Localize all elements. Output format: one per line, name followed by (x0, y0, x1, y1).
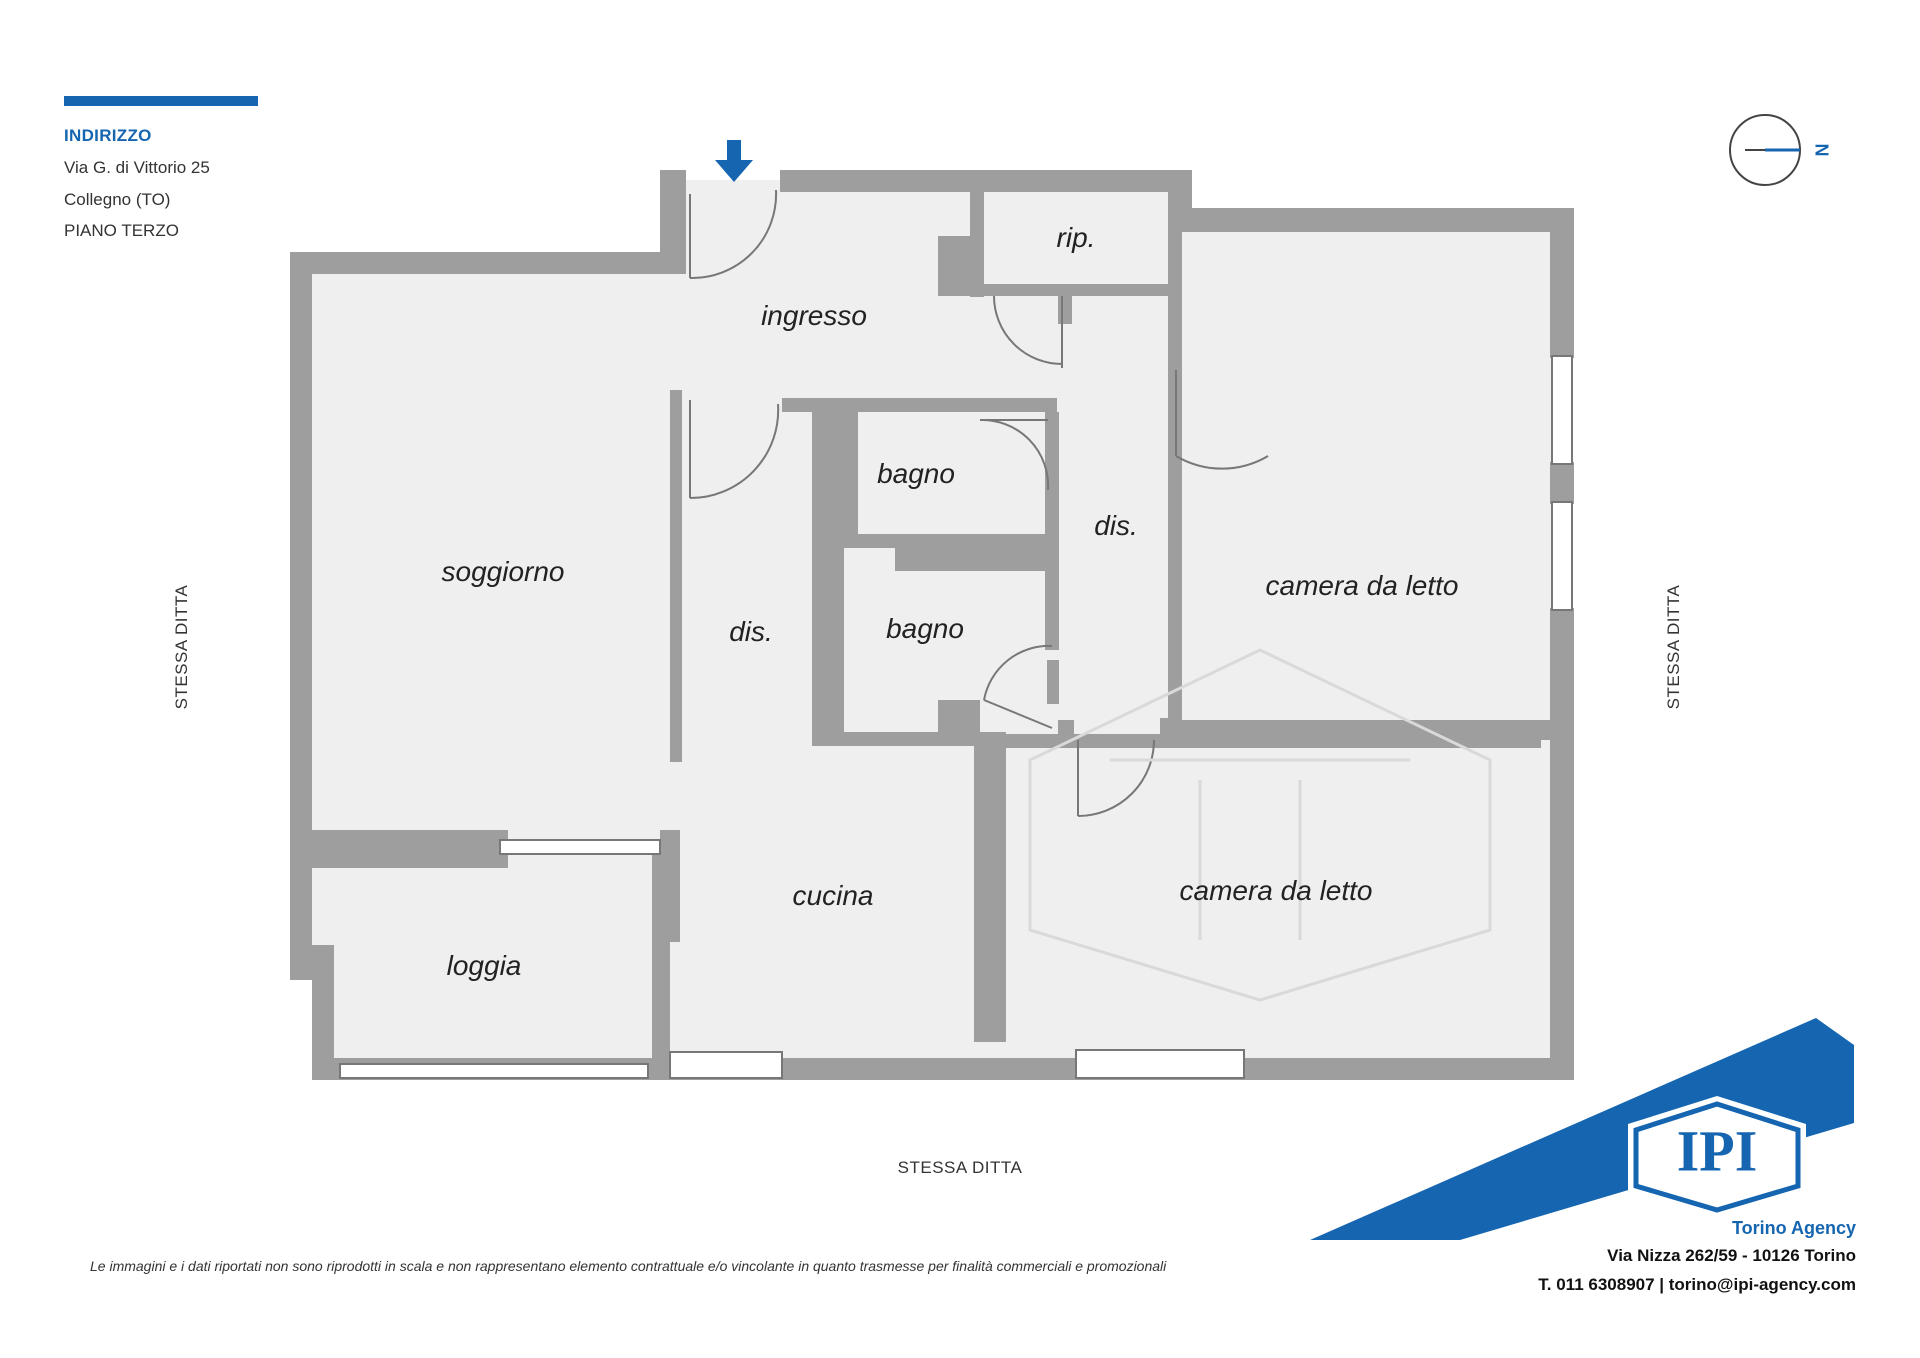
address-floor: PIANO TERZO (64, 221, 179, 240)
room-camera-lower: camera da letto (1179, 875, 1373, 906)
address-title: INDIRIZZO (64, 126, 152, 145)
compass-label: N (1811, 144, 1831, 157)
entrance-arrow-icon (715, 140, 753, 182)
agency-logo (1310, 1018, 1854, 1240)
windows (339, 355, 1573, 1079)
adjacent-bottom-label: STESSA DITTA (897, 1158, 1023, 1177)
agency-name: Torino Agency (1731, 1218, 1856, 1238)
address-street: Via G. di Vittorio 25 (64, 158, 210, 177)
room-loggia: loggia (446, 950, 522, 981)
adjacent-left-label: STESSA DITTA (172, 584, 191, 710)
room-bagno-lower: bagno (886, 613, 964, 644)
room-camera-upper: camera da letto (1265, 570, 1459, 601)
adjacent-right-label: STESSA DITTA (1664, 584, 1683, 710)
room-dis-right: dis. (1094, 510, 1138, 541)
doors (689, 189, 1269, 817)
disclaimer: Le immagini e i dati riportati non sono … (90, 1258, 1167, 1274)
room-dis-left: dis. (729, 616, 773, 647)
address-city: Collegno (TO) (64, 190, 171, 209)
room-ingresso: ingresso (761, 300, 867, 331)
compass-icon (1729, 114, 1801, 186)
room-cucina: cucina (792, 880, 874, 911)
room-soggiorno: soggiorno (441, 556, 565, 587)
room-rip: rip. (1056, 222, 1096, 253)
watermark-logo (1028, 648, 1492, 1002)
room-bagno-upper: bagno (877, 458, 955, 489)
accent-bar (64, 96, 258, 106)
logo-text: IPI (1677, 1118, 1758, 1183)
walls (290, 170, 1574, 1080)
agency-contacts: T. 011 6308907 | torino@ipi-agency.com (1538, 1275, 1856, 1294)
agency-address: Via Nizza 262/59 - 10126 Torino (1607, 1246, 1856, 1265)
